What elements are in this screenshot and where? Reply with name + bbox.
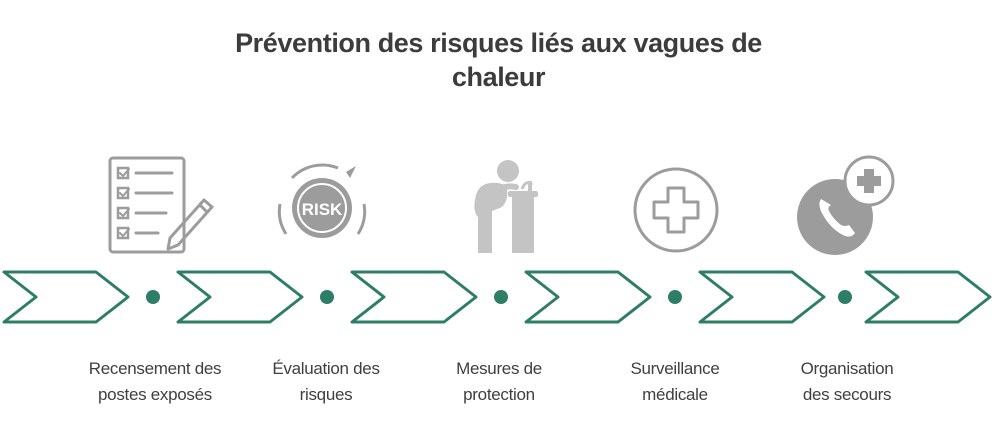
step-label-evaluation: Évaluation des risques — [241, 356, 411, 408]
chevron-arrow-6 — [864, 270, 992, 324]
medical-cross-icon — [633, 167, 719, 253]
timeline-dot-3 — [494, 290, 508, 304]
water-fountain-icon — [474, 160, 538, 253]
risk-icon-text: RISK — [302, 200, 343, 219]
risk-gauge-icon: RISK — [277, 163, 367, 238]
step-5-label-line-1: Organisation — [800, 359, 894, 378]
step-label-recensement: Recensement des postes exposés — [70, 356, 240, 408]
process-timeline — [2, 270, 992, 324]
timeline-dot-4 — [668, 290, 682, 304]
title-line-2: chaleur — [451, 62, 546, 92]
chevron-arrow-5 — [698, 270, 826, 324]
step-label-organisation: Organisation des secours — [762, 356, 932, 408]
emergency-phone-icon — [797, 155, 895, 255]
chevron-arrow-4 — [524, 270, 652, 324]
step-3-label-line-1: Mesures de — [456, 359, 542, 378]
chevron-arrow-1 — [2, 270, 130, 324]
step-1-label-line-1: Recensement des — [88, 359, 222, 378]
title-line-1: Prévention des risques liés aux vagues d… — [235, 28, 762, 58]
step-label-mesures: Mesures de protection — [414, 356, 584, 408]
step-label-surveillance: Surveillance médicale — [590, 356, 760, 408]
diagram-title: Prévention des risques liés aux vagues d… — [0, 26, 997, 94]
step-5-label-line-2: des secours — [802, 385, 892, 404]
timeline-dot-1 — [146, 290, 160, 304]
step-4-label-line-2: médicale — [642, 385, 708, 404]
timeline-dot-2 — [320, 290, 334, 304]
chevron-arrow-3 — [350, 270, 478, 324]
step-2-label-line-1: Évaluation des — [272, 359, 380, 378]
chevron-arrow-2 — [176, 270, 304, 324]
step-4-label-line-1: Surveillance — [630, 359, 720, 378]
checklist-icon — [108, 156, 214, 254]
step-1-label-line-2: postes exposés — [98, 385, 212, 404]
timeline-dot-5 — [838, 290, 852, 304]
step-2-label-line-2: risques — [299, 385, 353, 404]
step-3-label-line-2: protection — [463, 385, 535, 404]
